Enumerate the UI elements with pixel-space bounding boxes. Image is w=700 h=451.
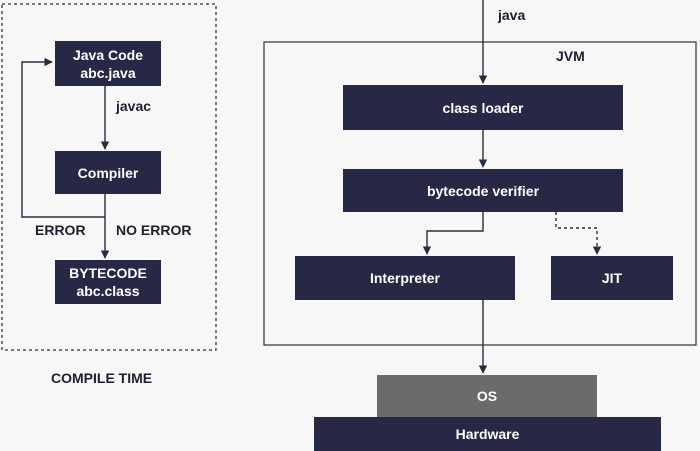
compile-time-frame [1, 3, 217, 351]
bytecode-verifier-box: bytecode verifier [343, 169, 623, 212]
compiler-label: Compiler [77, 164, 139, 181]
bytecode-file: abc.class [76, 283, 140, 299]
os-box: OS [377, 375, 597, 417]
java-command-label: java [498, 7, 526, 23]
interpreter-label: Interpreter [369, 270, 441, 286]
javac-label: javac [116, 98, 152, 114]
arrow-verifier-jit [555, 212, 602, 255]
java-code-label: Java Code [72, 46, 144, 63]
bytecode-verifier-label: bytecode verifier [426, 182, 540, 199]
compiler-box: Compiler [55, 151, 161, 194]
arrow-verifier-interpreter [422, 212, 484, 255]
class-loader-box: class loader [343, 85, 623, 130]
hardware-box: Hardware [314, 417, 661, 451]
jit-label: JIT [601, 270, 623, 286]
bytecode-box: BYTECODE abc.class [55, 260, 161, 304]
hardware-label: Hardware [455, 426, 520, 442]
class-loader-label: class loader [442, 99, 524, 116]
jvm-frame [263, 41, 697, 346]
jit-box: JIT [551, 256, 673, 300]
jvm-title: JVM [556, 48, 585, 64]
java-code-file: abc.java [80, 64, 136, 81]
error-label: ERROR [35, 222, 86, 238]
no-error-label: NO ERROR [116, 222, 192, 238]
bytecode-label: BYTECODE [69, 265, 147, 281]
arrow-error-loop [21, 57, 105, 218]
interpreter-box: Interpreter [295, 256, 515, 300]
os-label: OS [476, 388, 498, 404]
java-code-box: Java Code abc.java [55, 41, 161, 86]
compile-time-title: COMPILE TIME [51, 370, 153, 386]
